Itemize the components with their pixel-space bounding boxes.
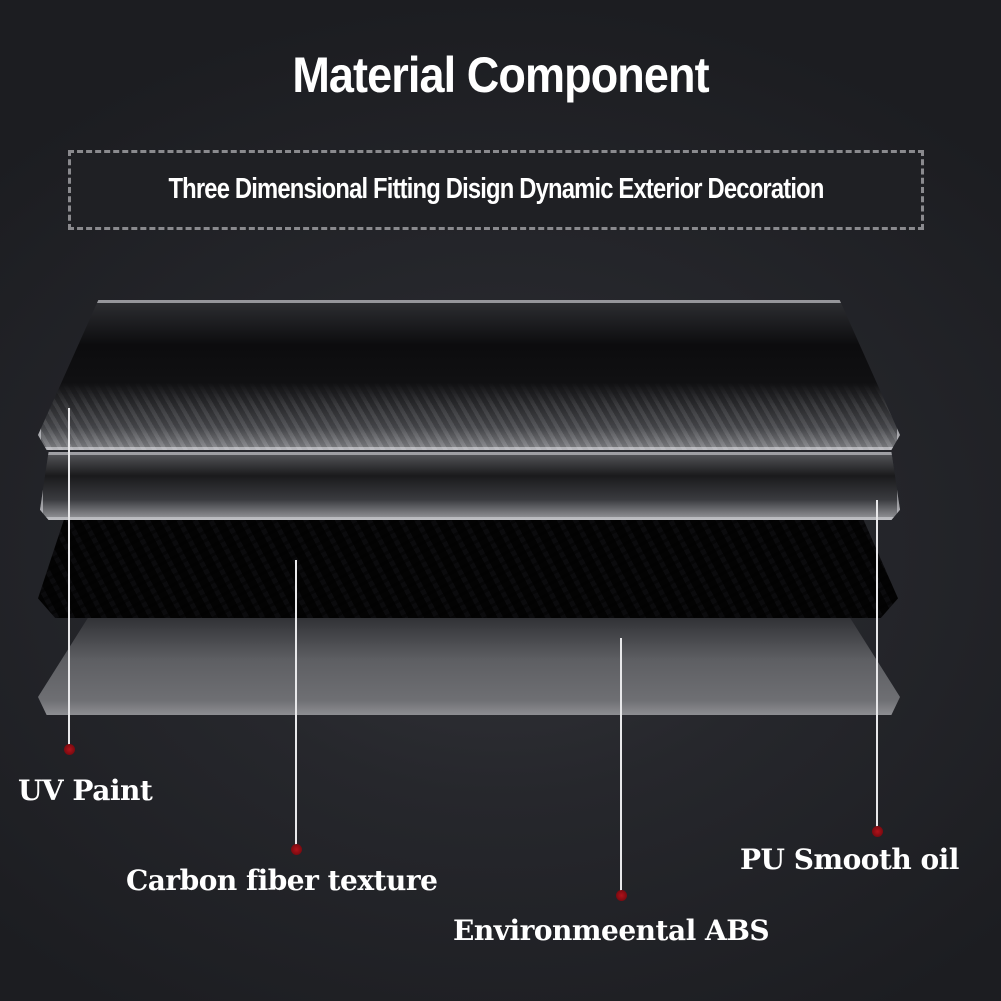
marker-dot-uv-paint	[64, 744, 75, 755]
subtitle-banner: Three Dimensional Fitting Disign Dynamic…	[68, 150, 924, 230]
leader-line-carbon-fiber	[295, 560, 297, 848]
label-uv-paint: UV Paint	[18, 774, 153, 807]
label-environmental-abs: Environmeental ABS	[453, 914, 770, 947]
marker-dot-pu-smooth-oil	[872, 826, 883, 837]
layer-uv-paint	[38, 300, 900, 450]
layer-uv-paint-texture	[38, 300, 900, 450]
leader-line-environmental-abs	[620, 638, 622, 893]
layer-pu-smooth-oil-shade	[40, 452, 900, 520]
layer-pu-smooth-oil-edge	[40, 452, 900, 520]
label-carbon-fiber: Carbon fiber texture	[126, 864, 438, 897]
marker-dot-carbon-fiber	[291, 844, 302, 855]
label-pu-smooth-oil: PU Smooth oil	[740, 843, 959, 876]
layer-uv-paint-edge	[38, 300, 900, 450]
page-title: Material Component	[292, 47, 709, 103]
layer-environmental-abs	[38, 615, 900, 715]
layer-carbon-fiber	[38, 520, 898, 618]
subtitle-text: Three Dimensional Fitting Disign Dynamic…	[168, 173, 824, 205]
marker-dot-environmental-abs	[616, 890, 627, 901]
leader-line-uv-paint	[68, 408, 70, 748]
leader-line-pu-smooth-oil	[876, 500, 878, 830]
